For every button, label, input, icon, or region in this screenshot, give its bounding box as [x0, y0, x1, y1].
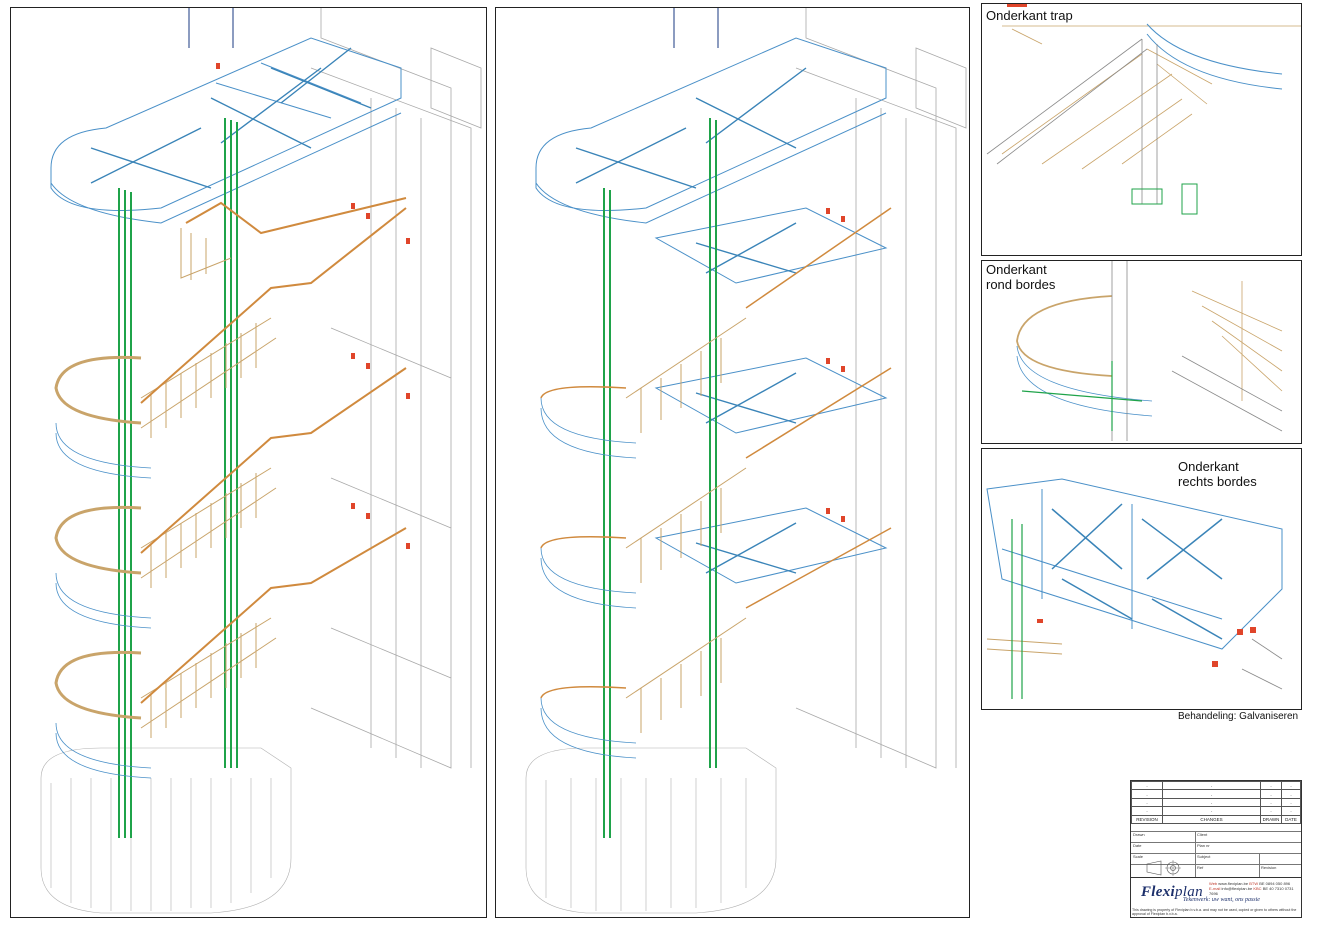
- logo-sub: plan: [1175, 884, 1203, 900]
- revision-row: - - - -: [1131, 797, 1301, 808]
- revision-table: - - - - - - - - - - - - - - - - REVISION…: [1131, 780, 1301, 824]
- revision-cell: -: [1260, 789, 1282, 799]
- company-tagline: Tekenwerk: uw want, ons passie: [1183, 897, 1260, 903]
- field-plan-nr: Plan nr: [1197, 843, 1210, 848]
- treatment-note: Behandeling: Galvaniseren: [1178, 711, 1299, 722]
- web-value: www.flexiplan.be: [1218, 881, 1249, 886]
- company-contact: Web www.flexiplan.be BTW BE 0894 050 896…: [1209, 881, 1301, 896]
- revision-row: - - - -: [1131, 780, 1301, 791]
- detail-round-landing-underside-label-line1: Onderkant: [986, 262, 1047, 277]
- field-subject: Subject: [1197, 854, 1211, 859]
- detail-stair-underside-label: Onderkant trap: [986, 8, 1073, 23]
- web-label: Web: [1209, 881, 1218, 886]
- revision-header-row: REVISION CHANGES DRAWN DATE: [1131, 814, 1301, 824]
- main-view-structural-frame: [495, 7, 970, 918]
- main-view-structural-drawing: [525, 8, 967, 914]
- field-date: Date: [1133, 843, 1142, 848]
- field-scale: Scale: [1133, 854, 1144, 859]
- drawn-header: DRAWN: [1260, 814, 1282, 824]
- field-drawn: Drawn: [1133, 832, 1145, 837]
- revision-cell: -: [1281, 780, 1301, 791]
- projection-symbol-icon: [1146, 860, 1181, 876]
- detail-round-landing-underside-drawing: [1016, 261, 1283, 441]
- revision-cell: -: [1162, 780, 1261, 791]
- email-label: E-mail: [1209, 886, 1221, 891]
- revision-cell: -: [1260, 780, 1282, 791]
- revision-cell: -: [1281, 797, 1301, 808]
- detail-round-landing-underside-label-line2: rond bordes: [986, 277, 1056, 292]
- detail-right-landing-underside-label-line2: rechts bordes: [1178, 474, 1257, 489]
- revision-cell: -: [1260, 806, 1282, 816]
- title-block-fields: Drawn Client Date Plan nr Scale Subject …: [1131, 831, 1301, 877]
- revision-cell: -: [1281, 789, 1301, 799]
- field-ref: Ref: [1197, 865, 1204, 870]
- field-revision: Revision: [1261, 865, 1277, 870]
- field-client: Client: [1197, 832, 1208, 837]
- revision-cell: -: [1260, 797, 1282, 808]
- revision-cell: -: [1281, 806, 1301, 816]
- detail-stair-underside-drawing: [986, 4, 1301, 215]
- revision-cell: -: [1162, 789, 1261, 799]
- btw-label: BTW: [1249, 881, 1259, 886]
- revision-header: REVISION: [1131, 814, 1163, 824]
- kbc-value: BE 40 7310 0731 7696: [1209, 886, 1294, 896]
- revision-cell: -: [1131, 789, 1163, 799]
- revision-cell: -: [1131, 797, 1163, 808]
- revision-cell: -: [1162, 797, 1261, 808]
- btw-value: BE 0894 050 896: [1259, 881, 1291, 886]
- date-header: DATE: [1281, 814, 1301, 824]
- revision-cell: -: [1162, 806, 1261, 816]
- revision-row: - - - -: [1131, 806, 1301, 816]
- company-logo: Flexiplan: [1141, 884, 1203, 901]
- main-view-rendered-frame: [10, 7, 487, 918]
- revision-row: - - - -: [1131, 789, 1301, 799]
- kbc-label: KBC: [1253, 886, 1262, 891]
- main-view-rendered-drawing: [40, 8, 482, 914]
- revision-cell: -: [1131, 806, 1163, 816]
- ownership-disclaimer: This drawing is property of Flexiplan b.…: [1132, 908, 1297, 916]
- company-block: Flexiplan Tekenwerk: uw want, ons passie…: [1131, 877, 1301, 908]
- detail-right-landing-underside-label: Onderkant rechts bordes: [1178, 459, 1257, 489]
- changes-header: CHANGES: [1162, 814, 1261, 824]
- logo-main: Flexi: [1141, 884, 1175, 900]
- detail-right-landing-underside-label-line1: Onderkant: [1178, 459, 1239, 474]
- detail-round-landing-underside-label: Onderkant rond bordes: [986, 262, 1055, 292]
- detail-right-landing-underside-frame: Onderkant rechts bordes: [981, 448, 1302, 710]
- detail-right-landing-underside-drawing: [986, 478, 1283, 699]
- revision-cell: -: [1131, 780, 1163, 791]
- detail-round-landing-underside-frame: Onderkant rond bordes: [981, 260, 1302, 444]
- title-block: - - - - - - - - - - - - - - - - REVISION…: [1130, 780, 1302, 918]
- email-value: info@flexiplan.be: [1221, 886, 1253, 891]
- detail-stair-underside-frame: Onderkant trap: [981, 3, 1302, 256]
